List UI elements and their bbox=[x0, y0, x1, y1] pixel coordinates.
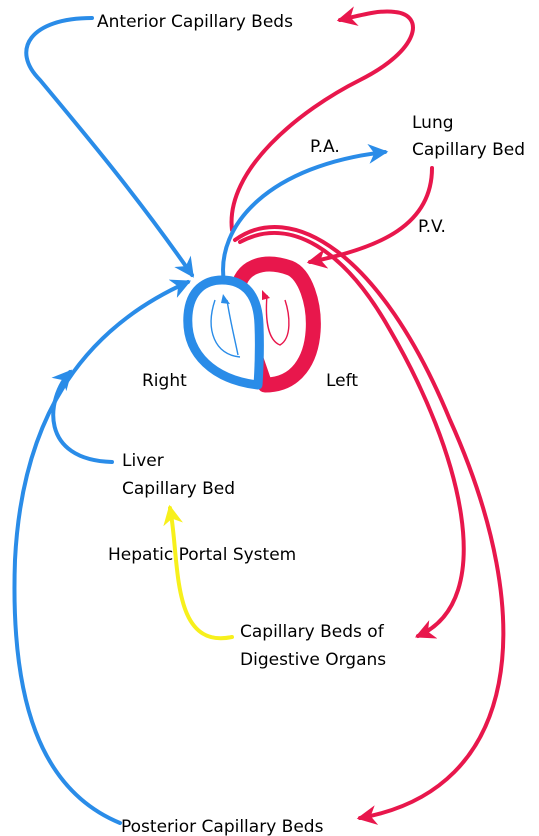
lung-label-line1: Lung bbox=[412, 113, 454, 133]
anterior-to-heart-path bbox=[26, 18, 192, 275]
anterior-capillary-beds-label: Anterior Capillary Beds bbox=[97, 12, 293, 32]
left-heart-label: Left bbox=[326, 371, 358, 391]
left-flow-arrow bbox=[266, 295, 288, 345]
posterior-capillary-beds-label: Posterior Capillary Beds bbox=[121, 817, 324, 836]
pulmonary-artery-label: P.A. bbox=[310, 137, 340, 157]
right-heart-label: Right bbox=[142, 371, 187, 391]
left-flow-arrowhead bbox=[262, 290, 270, 300]
liver-to-vein-path bbox=[53, 372, 112, 462]
lung-label-line2: Capillary Bed bbox=[412, 140, 525, 160]
hepatic-portal-path bbox=[170, 508, 232, 638]
digestive-label-line2: Digestive Organs bbox=[240, 650, 386, 670]
liver-label-line1: Liver bbox=[122, 451, 164, 471]
aorta-to-digestive-path bbox=[240, 233, 464, 636]
pulmonary-vein-path bbox=[310, 168, 432, 262]
heart bbox=[188, 264, 314, 385]
digestive-label-line1: Capillary Beds of bbox=[240, 622, 385, 642]
hepatic-portal-system-label: Hepatic Portal System bbox=[108, 545, 296, 565]
pulmonary-vein-label: P.V. bbox=[418, 217, 446, 237]
liver-label-line2: Capillary Bed bbox=[122, 479, 235, 499]
